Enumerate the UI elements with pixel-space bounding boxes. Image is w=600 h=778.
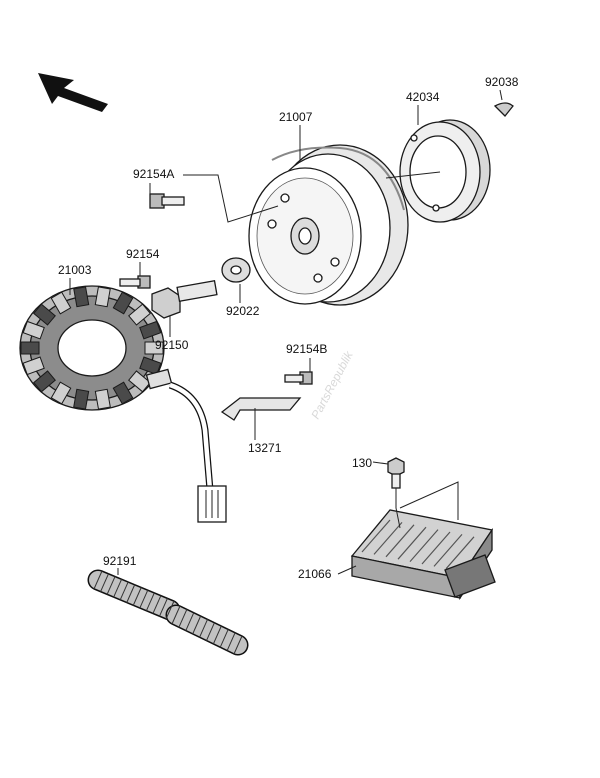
- label-92191: 92191: [103, 554, 137, 568]
- watermark-text: PartsRepublik: [308, 348, 356, 421]
- bolt-92154b-part: [284, 371, 313, 385]
- bolt-92154-part: [119, 275, 151, 289]
- clamp-part: [220, 397, 302, 421]
- label-92154a: 92154A: [133, 167, 174, 181]
- screw-130-part: [387, 457, 405, 489]
- label-21007: 21007: [279, 110, 313, 124]
- label-92038: 92038: [485, 75, 519, 89]
- label-92022: 92022: [226, 304, 260, 318]
- rotor-part: [248, 144, 409, 306]
- tube-part: [87, 569, 249, 656]
- bolt-92150-part: [151, 280, 218, 319]
- front-direction-arrow-icon: [38, 73, 108, 112]
- key-part: [493, 102, 514, 117]
- regulator-cooling-fins: [361, 519, 475, 570]
- label-13271: 13271: [248, 441, 282, 455]
- tube-ribs: [93, 570, 243, 655]
- stator-part: [19, 285, 173, 411]
- leader-lines: [69, 89, 503, 575]
- label-130: 130: [352, 456, 372, 470]
- bolt-92154a-part: [149, 193, 185, 209]
- label-21003: 21003: [58, 263, 92, 277]
- label-42034: 42034: [406, 90, 440, 104]
- rotor-ring-part: [399, 119, 491, 223]
- label-92154b: 92154B: [286, 342, 327, 356]
- washer-part: [221, 257, 251, 283]
- stator-wire-harness: [168, 381, 227, 523]
- stator-coil-teeth: [20, 286, 164, 410]
- label-92154: 92154: [126, 247, 160, 261]
- label-92150: 92150: [155, 338, 189, 352]
- label-21066: 21066: [298, 567, 332, 581]
- regulator-part: [350, 509, 496, 601]
